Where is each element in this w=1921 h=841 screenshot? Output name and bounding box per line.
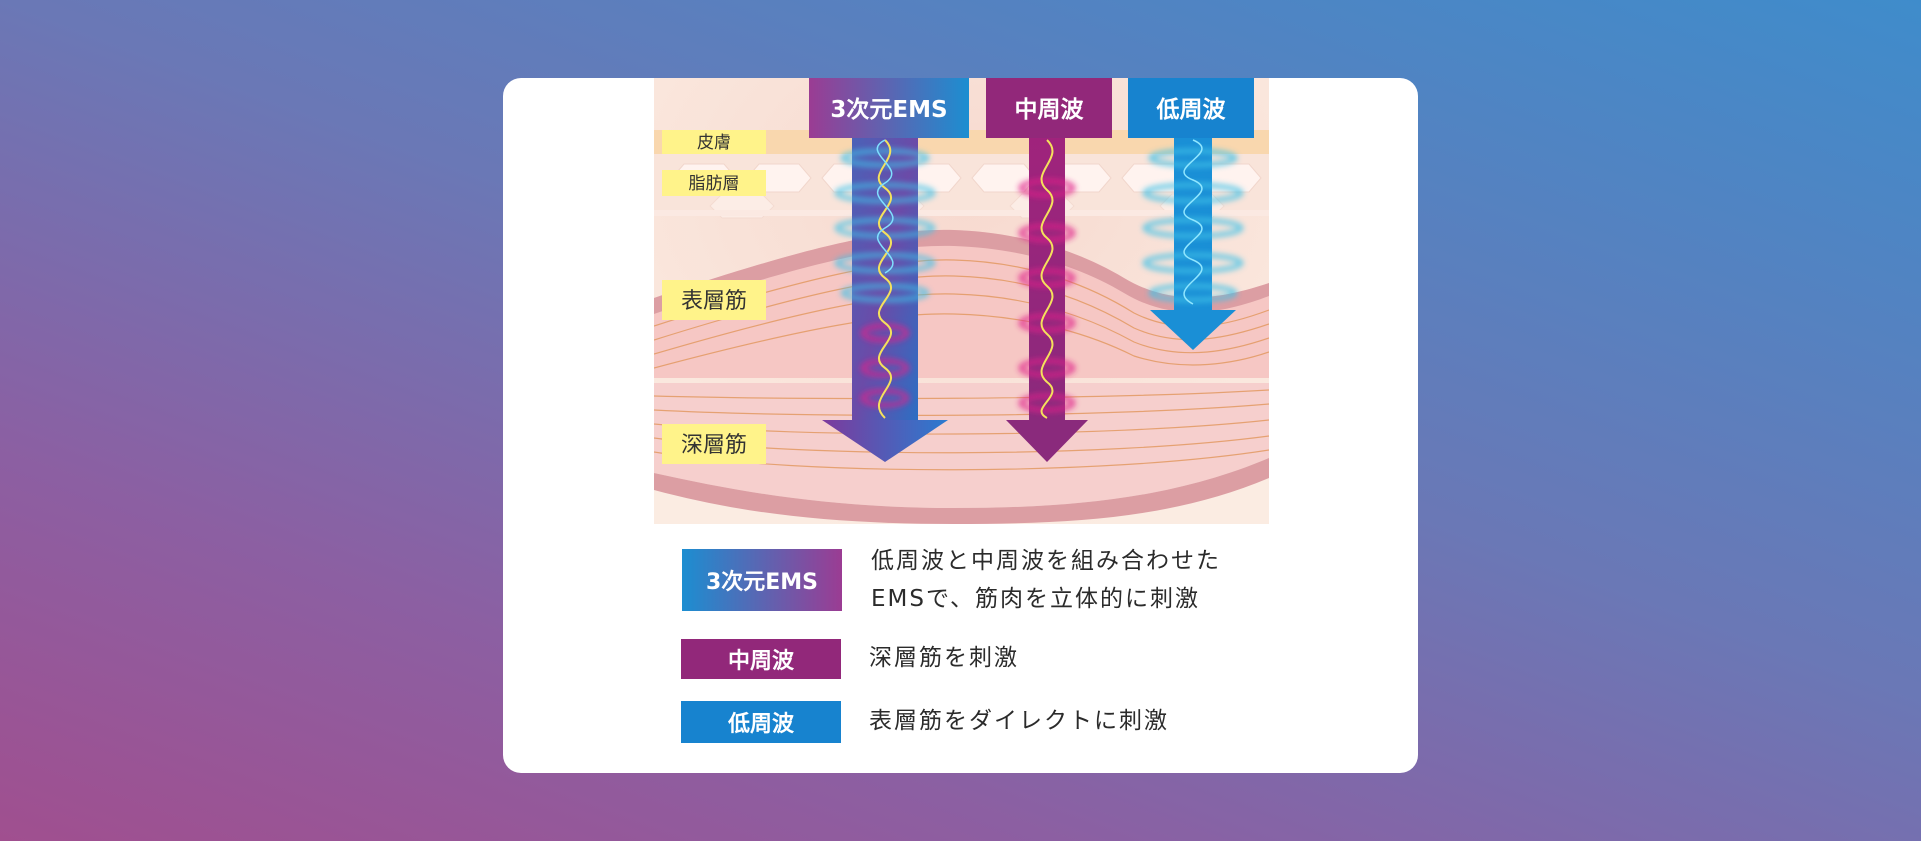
info-card: 3次元EMS 中周波 低周波 皮膚 脂肪層 表層筋 深層筋 3次元EMS 低周波…: [503, 78, 1418, 773]
legend-ems-badge: 3次元EMS: [682, 549, 842, 611]
low-frequency-arrow-head: [1150, 310, 1236, 350]
low-frequency-header-label: 低周波: [1156, 97, 1227, 123]
legend-low-frequency-text: 表層筋をダイレクトに刺激: [869, 708, 1169, 734]
skin-label: 皮膚: [697, 133, 731, 153]
ems-header-badge: [809, 78, 969, 138]
ems-header-label: 3次元EMS: [830, 96, 947, 123]
legend-ems-text-line2: EMSで、筋肉を立体的に刺激: [871, 586, 1201, 612]
legend-mid-frequency-badge: 中周波: [681, 639, 841, 679]
ems-arrow-head: [822, 420, 948, 462]
mid-frequency-arrow-shaft: [1029, 132, 1065, 422]
legend-ems-text-line1: 低周波と中周波を組み合わせた: [871, 548, 1221, 574]
mid-frequency-header-badge: [986, 78, 1112, 138]
mid-frequency-wave: [1018, 178, 1076, 413]
fat-layer-label: 脂肪層: [689, 174, 740, 194]
legend-mid-frequency-text: 深層筋を刺激: [869, 645, 1019, 671]
ems-layer-diagram: 3次元EMS 中周波 低周波 皮膚 脂肪層 表層筋 深層筋: [654, 78, 1269, 524]
legend-low-frequency-badge: 低周波: [681, 701, 841, 743]
ems-arrow-shaft: [852, 132, 918, 432]
mid-frequency-header-label: 中周波: [1015, 97, 1085, 123]
surface-muscle-label: 表層筋: [681, 289, 747, 314]
low-frequency-header-badge: [1128, 78, 1254, 138]
deep-muscle-label: 深層筋: [681, 433, 747, 458]
mid-frequency-arrow-head: [1006, 420, 1088, 462]
